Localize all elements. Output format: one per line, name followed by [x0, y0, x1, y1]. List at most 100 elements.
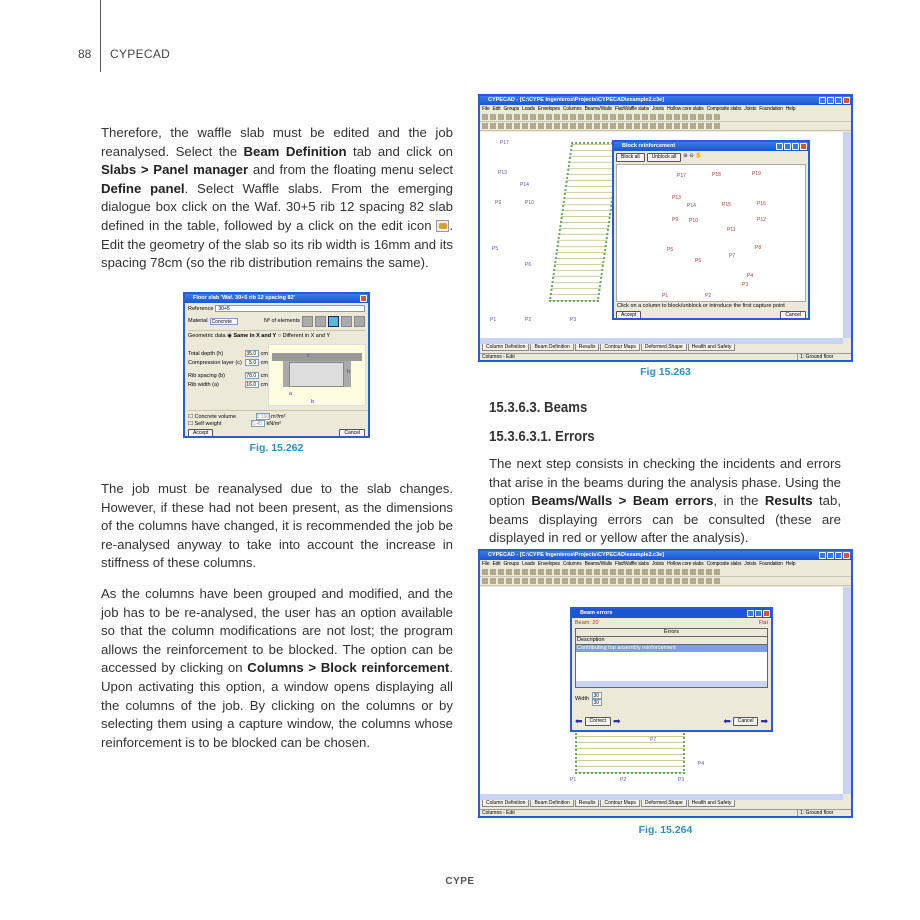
- toolbar-button[interactable]: [634, 569, 640, 575]
- tab[interactable]: Beam Definition: [530, 800, 574, 807]
- toolbar-button[interactable]: [482, 578, 488, 584]
- toolbar-button[interactable]: [514, 578, 520, 584]
- toolbar-button[interactable]: [658, 569, 664, 575]
- toolbar-button[interactable]: [610, 578, 616, 584]
- column-pin[interactable]: P4: [747, 273, 754, 279]
- tab[interactable]: Results: [574, 344, 600, 351]
- toolbar-button[interactable]: [682, 578, 688, 584]
- toolbar-button[interactable]: [538, 114, 544, 120]
- column-pin[interactable]: P2: [705, 293, 712, 299]
- menu-item[interactable]: Joists: [744, 106, 757, 112]
- toolbar-button[interactable]: [658, 114, 664, 120]
- column-pin[interactable]: P9: [672, 217, 679, 223]
- toolbar-button[interactable]: [490, 569, 496, 575]
- toolbar-button[interactable]: [586, 123, 592, 129]
- toolbar-button[interactable]: [554, 114, 560, 120]
- tab[interactable]: Column Definition: [482, 344, 530, 351]
- vertical-scrollbar[interactable]: [843, 132, 851, 338]
- cancel-button[interactable]: Cancel: [732, 717, 759, 726]
- toolbar-button[interactable]: [618, 123, 624, 129]
- menu-item[interactable]: Foundation: [759, 106, 783, 112]
- toolbar-button[interactable]: [530, 569, 536, 575]
- toolbar-button[interactable]: [626, 569, 632, 575]
- toolbar-button[interactable]: [666, 569, 672, 575]
- menu-item[interactable]: Columns: [562, 561, 582, 567]
- toolbar-button[interactable]: [602, 123, 608, 129]
- menu-item[interactable]: Help: [785, 561, 796, 567]
- toolbar-button[interactable]: [546, 123, 552, 129]
- toolbar-button[interactable]: [570, 578, 576, 584]
- horizontal-scrollbar[interactable]: [480, 338, 843, 344]
- toolbar-button[interactable]: [570, 569, 576, 575]
- toolbar-button[interactable]: [538, 569, 544, 575]
- toolbar-button[interactable]: [618, 114, 624, 120]
- toolbar-button[interactable]: [570, 114, 576, 120]
- table-row[interactable]: Contributing top assembly reinforcement: [576, 645, 767, 652]
- toolbar-button[interactable]: [594, 114, 600, 120]
- menu-item[interactable]: Joists: [652, 561, 664, 567]
- menu-item[interactable]: Flat/Waffle slabs: [614, 561, 650, 567]
- toolbar-button[interactable]: [562, 123, 568, 129]
- toolbar-button[interactable]: [714, 123, 720, 129]
- toolbar-button[interactable]: [578, 569, 584, 575]
- menu-item[interactable]: Flat/Waffle slabs: [614, 106, 650, 112]
- menu-item[interactable]: Hollow core slabs: [666, 561, 704, 567]
- toolbar-button[interactable]: [706, 569, 712, 575]
- close-icon[interactable]: [843, 97, 850, 104]
- toolbar-button[interactable]: [690, 123, 696, 129]
- toolbar-button[interactable]: [714, 578, 720, 584]
- toolbar-button[interactable]: [714, 569, 720, 575]
- toolbar-button[interactable]: [554, 569, 560, 575]
- toolbar-button[interactable]: [690, 114, 696, 120]
- toolbar-button[interactable]: [562, 569, 568, 575]
- toolbar-button[interactable]: [618, 578, 624, 584]
- toolbar-button[interactable]: [706, 114, 712, 120]
- toolbar-button[interactable]: [554, 578, 560, 584]
- toolbar-button[interactable]: [522, 578, 528, 584]
- tab[interactable]: Results: [574, 800, 600, 807]
- toolbar-button[interactable]: [594, 123, 600, 129]
- tab[interactable]: Health and Safety: [687, 344, 736, 351]
- toolbar-button[interactable]: [626, 123, 632, 129]
- toolbar-button[interactable]: [578, 114, 584, 120]
- toolbar-button[interactable]: [546, 578, 552, 584]
- toolbar-button[interactable]: [490, 578, 496, 584]
- menu-item[interactable]: Help: [785, 106, 796, 112]
- toolbar-button[interactable]: [530, 123, 536, 129]
- toolbar-button[interactable]: [618, 569, 624, 575]
- compression-layer-input[interactable]: 5.0: [245, 359, 260, 366]
- toolbar-button[interactable]: [698, 569, 704, 575]
- column-pin[interactable]: P12: [757, 217, 766, 223]
- toolbar-button[interactable]: [610, 114, 616, 120]
- toolbar-button[interactable]: [626, 114, 632, 120]
- tab[interactable]: Contour Maps: [600, 800, 640, 807]
- rib-spacing-input[interactable]: 78.0: [245, 372, 260, 379]
- toolbar-button[interactable]: [586, 114, 592, 120]
- toolbar-button[interactable]: [522, 569, 528, 575]
- column-pin[interactable]: P14: [687, 203, 696, 209]
- toolbar-button[interactable]: [506, 114, 512, 120]
- toolbar-button[interactable]: [538, 123, 544, 129]
- toolbar-button[interactable]: [570, 123, 576, 129]
- menu-item[interactable]: Loads: [522, 561, 535, 567]
- toolbar-button[interactable]: [666, 123, 672, 129]
- tab[interactable]: Deformed Shape: [640, 800, 687, 807]
- toolbar-button[interactable]: [546, 569, 552, 575]
- toolbar-button[interactable]: [562, 114, 568, 120]
- column-pin[interactable]: P19: [752, 171, 761, 177]
- menu-item[interactable]: Joists: [744, 561, 757, 567]
- toolbar-button[interactable]: [586, 569, 592, 575]
- toolbar-button[interactable]: [698, 578, 704, 584]
- menu-item[interactable]: Groups: [503, 561, 520, 567]
- toolbar-button[interactable]: [650, 114, 656, 120]
- block-all-button[interactable]: Block all: [616, 153, 645, 162]
- tab[interactable]: Beam Definition: [530, 344, 574, 351]
- menu-item[interactable]: Hollow core slabs: [666, 106, 704, 112]
- self-weight-checkbox[interactable]: Self weight: [194, 421, 222, 427]
- toolbar-button[interactable]: [514, 569, 520, 575]
- toolbar-button[interactable]: [530, 578, 536, 584]
- toolbar-button[interactable]: [546, 114, 552, 120]
- column-pin[interactable]: P17: [677, 173, 686, 179]
- column-pin[interactable]: P6: [695, 258, 702, 264]
- close-icon[interactable]: [360, 295, 367, 302]
